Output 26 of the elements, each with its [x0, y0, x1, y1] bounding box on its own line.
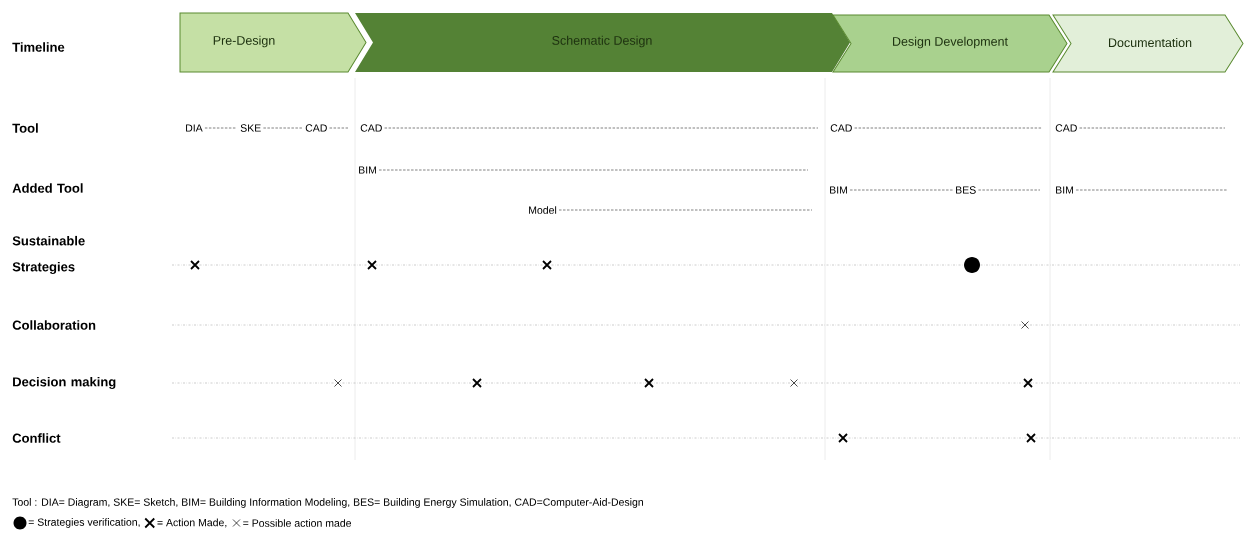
tool-label: CAD: [305, 124, 327, 132]
footnote: Tool : DIA= Diagram, SKE= Sketch, BIM= Building Information Modeling, BES= Building Energy Simulation, CAD=Computer-Aid-Design: [12, 498, 643, 508]
tool-label: SKE: [240, 124, 261, 132]
tool-label: CAD: [1055, 124, 1077, 132]
legend-text: = Possible action made: [243, 519, 352, 527]
legend-text: = Strategies verification,: [28, 518, 140, 528]
row-header: Tool: [12, 123, 38, 133]
tool-label: BIM: [830, 186, 847, 194]
chevron-step: Design Development: [832, 14, 1068, 73]
row-header: Timeline: [12, 42, 65, 52]
row-header: Decision making: [13, 376, 116, 390]
tool-label: BIM: [1056, 186, 1073, 194]
chevron-step: Schematic Design: [355, 13, 850, 72]
legend-text: = Action Made,: [157, 518, 227, 528]
chevron-step: Documentation: [1052, 14, 1244, 73]
row-header: Collaboration: [12, 320, 96, 330]
tool-label: BES: [956, 186, 976, 194]
row-header: Sustainable Strategies: [12, 235, 85, 275]
chevron-step: Pre-Design: [179, 12, 367, 73]
tool-label: DIA: [186, 124, 203, 132]
row-header: Conflict: [12, 433, 61, 443]
tool-label: CAD: [830, 124, 852, 132]
tool-label: CAD: [360, 124, 382, 132]
tool-label: Model: [529, 206, 557, 214]
row-header: Added Tool: [12, 183, 83, 193]
tool-label: BIM: [359, 166, 376, 174]
